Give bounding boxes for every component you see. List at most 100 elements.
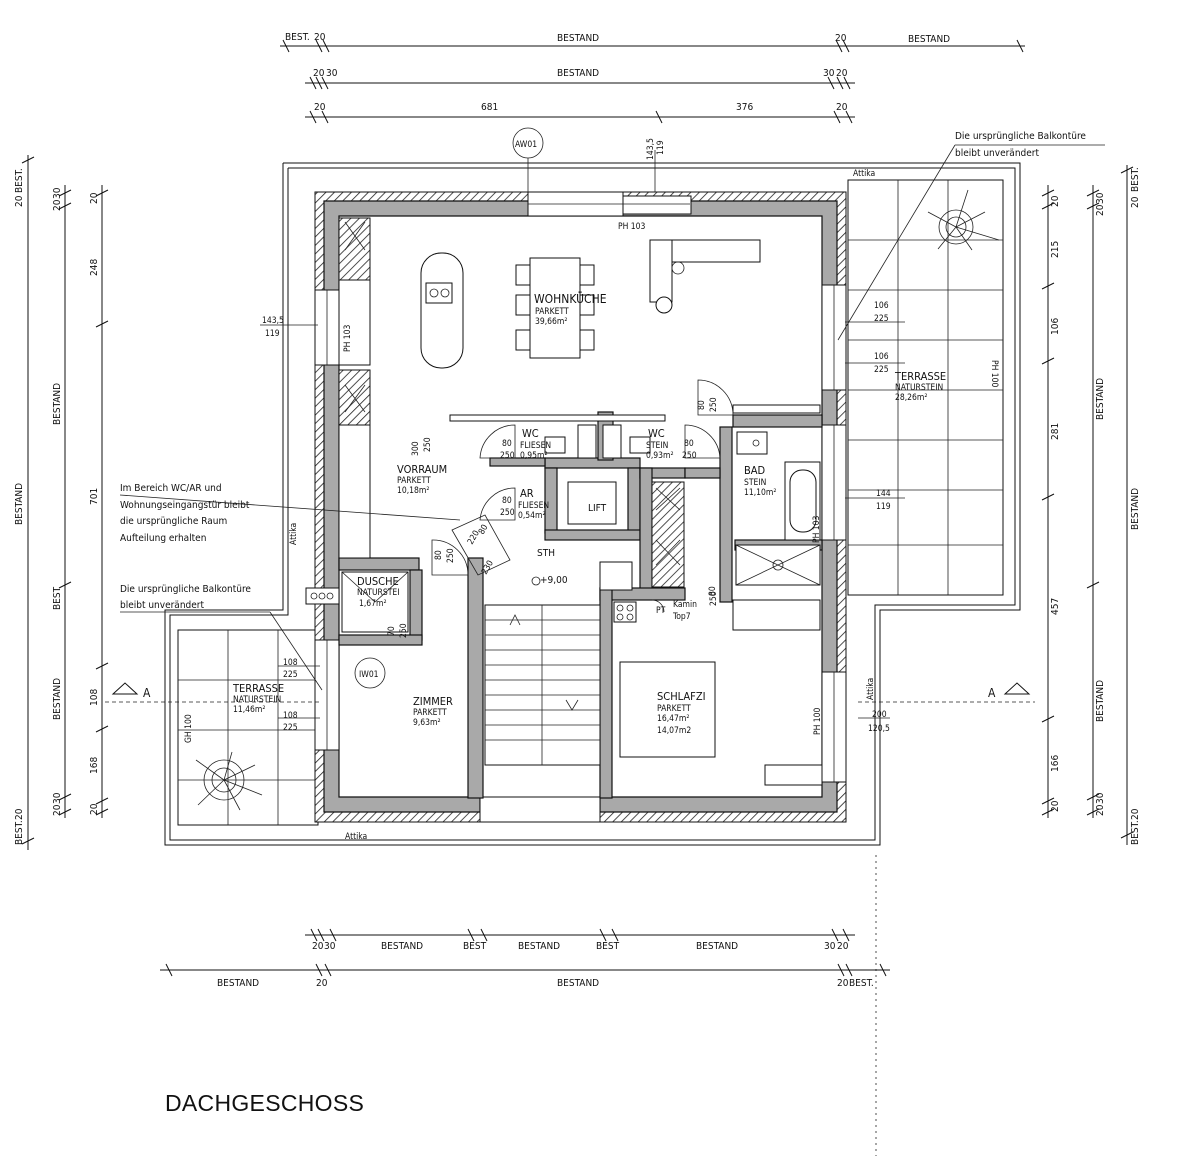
dim-left-inner-20b: 20: [89, 803, 100, 815]
dim-left-inner-168: 168: [89, 757, 100, 774]
wc-fixtures: [544, 424, 651, 459]
dim-left-mid-bestand2: BESTAND: [52, 678, 63, 720]
dim-bottom1-bestand3: BESTAND: [696, 941, 738, 952]
dim-left-outer-20: 20: [14, 195, 25, 207]
kamin-label: Kamin: [673, 600, 697, 610]
left-dimensions: 20 BEST. BESTAND BEST. 20 20 30 BESTAND …: [14, 155, 109, 850]
ph100-right: PH 100: [989, 360, 999, 388]
dim-top2-30b: 30: [823, 68, 835, 79]
note-balcony-left: Die ursprüngliche Balkontüre bleibt unve…: [120, 584, 251, 611]
svg-text:80: 80: [434, 550, 444, 560]
svg-text:225: 225: [874, 314, 889, 324]
svg-text:Die ursprüngliche Balkontüre: Die ursprüngliche Balkontüre: [120, 584, 251, 595]
level-marker: [531, 576, 541, 586]
right-dimensions: 20 215 106 281 457 166 20 30 20 BESTAND …: [1041, 165, 1141, 845]
section-marker-left: [105, 682, 320, 703]
door-swings: [431, 379, 734, 613]
top-dimensions: BEST. 20 BESTAND 20 BESTAND 20 30 BESTAN…: [280, 32, 1025, 124]
svg-text:80: 80: [502, 496, 512, 506]
svg-text:225: 225: [283, 723, 298, 733]
svg-text:BAD: BAD: [744, 464, 766, 477]
dim-right-outer-20: 20: [1130, 196, 1141, 208]
svg-text:106: 106: [874, 301, 889, 311]
staircase: [484, 604, 601, 766]
dim-top2-20b: 20: [836, 68, 848, 79]
svg-text:28,26m²: 28,26m²: [895, 393, 927, 403]
ph103-top: PH 103: [618, 222, 646, 232]
room-terrasse-left: TERRASSE NATURSTEIN 11,46m²: [232, 682, 284, 715]
svg-text:TERRASSE: TERRASSE: [894, 370, 946, 383]
terrace-right: [847, 179, 1004, 596]
svg-text:NATURSTEI: NATURSTEI: [357, 588, 399, 598]
dim-bottom1-bestand: BESTAND: [381, 941, 423, 952]
dim-top1-20a: 20: [314, 32, 326, 43]
svg-text:225: 225: [874, 365, 889, 375]
lift-shaft: [567, 481, 633, 591]
lift-label: LIFT: [588, 503, 607, 514]
dim-right-inner-457: 457: [1050, 598, 1061, 615]
dim-bottom2-20b: 20: [837, 978, 849, 989]
svg-text:VORRAUM: VORRAUM: [397, 463, 447, 476]
svg-text:143,5: 143,5: [646, 138, 656, 160]
svg-text:Wohnungseingangstür bleibt: Wohnungseingangstür bleibt: [120, 500, 250, 511]
svg-text:0,95m²: 0,95m²: [520, 451, 548, 461]
dim-left-outer-bestand: BESTAND: [14, 483, 25, 525]
svg-text:PARKETT: PARKETT: [413, 708, 447, 718]
room-wc-left: WC FLIESEN 0,95m²: [520, 427, 551, 461]
dim-right-outer-best: BEST.: [1130, 167, 1141, 192]
gh100-label: GH 100: [184, 714, 194, 743]
section-label-left: A: [143, 686, 151, 700]
note-leaders: [119, 144, 1105, 719]
svg-text:11,10m²: 11,10m²: [744, 488, 776, 498]
svg-text:PARKETT: PARKETT: [535, 307, 569, 317]
bathroom-fixtures: [735, 431, 821, 586]
room-dusche: DUSCHE NATURSTEI 1,67m²: [357, 575, 399, 609]
room-terrasse-right: TERRASSE NATURSTEIN 28,26m²: [894, 370, 946, 403]
dim-top3-376: 376: [736, 102, 753, 113]
svg-text:250: 250: [423, 437, 433, 452]
sofa: [649, 239, 761, 314]
svg-text:AR: AR: [520, 487, 534, 500]
dim-right-inner-215: 215: [1050, 241, 1061, 258]
note-wc-ar: Im Bereich WC/AR und Wohnungseingangstür…: [120, 483, 250, 544]
dim-right-mid-20: 20: [1095, 204, 1106, 216]
wardrobe: [651, 481, 685, 588]
svg-text:80: 80: [477, 523, 491, 537]
svg-text:143,5: 143,5: [262, 316, 284, 326]
dim-left-mid-30b: 30: [52, 792, 63, 804]
svg-text:0,93m²: 0,93m²: [646, 451, 674, 461]
attika-top-label: Attika: [853, 169, 875, 179]
svg-text:NATURSTEIN: NATURSTEIN: [233, 695, 281, 705]
note-balcony-top: Die ursprüngliche Balkontüre bleibt unve…: [955, 131, 1086, 159]
ph103-bad: PH 103: [812, 515, 822, 543]
svg-text:ZIMMER: ZIMMER: [413, 695, 453, 708]
svg-text:NATURSTEIN: NATURSTEIN: [895, 383, 943, 393]
dim-left-mid-20: 20: [52, 199, 63, 211]
dim-bottom1-best2: BEST: [596, 941, 620, 952]
stove-symbols: [305, 587, 637, 623]
ph-markers: [354, 127, 656, 689]
dim-bottom2-20: 20: [316, 978, 328, 989]
svg-text:80: 80: [697, 400, 707, 410]
attika-bottom-label: Attika: [345, 832, 367, 842]
top7-label: Top7: [672, 612, 691, 622]
dim-left-outer-best: BEST.: [14, 168, 25, 193]
room-bad: BAD STEIN 11,10m²: [744, 464, 776, 498]
svg-text:Im Bereich WC/AR und: Im Bereich WC/AR und: [120, 483, 222, 494]
svg-text:119: 119: [656, 140, 666, 155]
room-ar: AR FLIESEN 0,54m²: [518, 487, 549, 521]
dim-top2-30: 30: [326, 68, 338, 79]
dim-bottom1-best: BEST: [463, 941, 487, 952]
svg-text:144: 144: [876, 489, 891, 499]
svg-text:bleibt unverändert: bleibt unverändert: [955, 148, 1039, 159]
dim-top3-681: 681: [481, 102, 498, 113]
dim-top3-20b: 20: [836, 102, 848, 113]
svg-text:120,5: 120,5: [868, 724, 890, 734]
plan-title: DACHGESCHOSS: [165, 1090, 365, 1116]
ph100-left: PH 100: [813, 707, 823, 735]
svg-text:250: 250: [446, 548, 456, 563]
svg-text:PARKETT: PARKETT: [657, 704, 691, 714]
dim-bottom1-20: 20: [312, 941, 324, 952]
dim-right-mid-bestand: BESTAND: [1095, 378, 1106, 420]
svg-text:119: 119: [876, 502, 891, 512]
